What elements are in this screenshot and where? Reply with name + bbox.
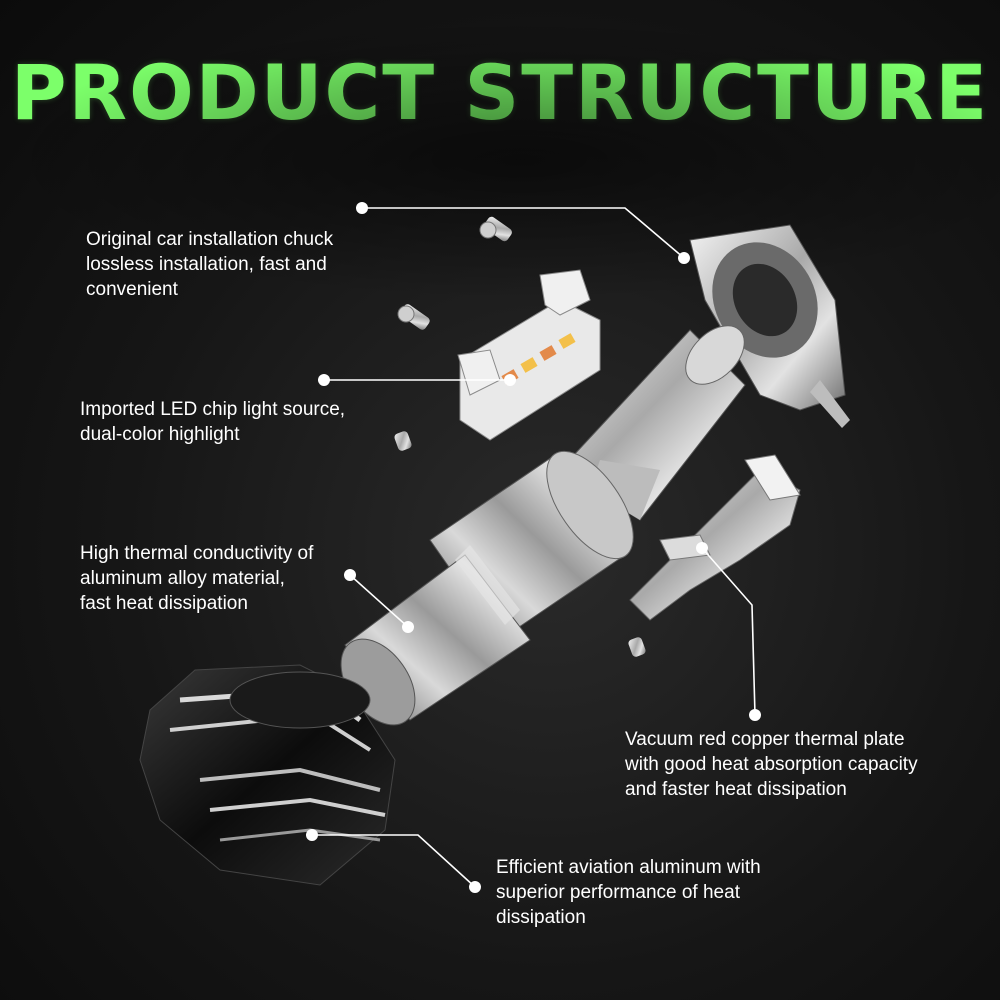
aviation-aluminum-heatsink (139, 664, 396, 886)
callout-chuck-line-2: lossless installation, fast and (86, 254, 327, 275)
callout-dot-chuck-start (356, 202, 368, 214)
callout-dot-chuck-end (678, 252, 690, 264)
callout-alloy-line-1: High thermal conductivity of (80, 543, 314, 564)
callout-alloy: High thermal conductivity of aluminum al… (80, 541, 313, 616)
callout-chuck: Original car installation chuck lossless… (86, 227, 333, 302)
callout-line-copper (701, 547, 756, 716)
callout-dot-aviation-end (469, 881, 481, 893)
callout-aviation: Efficient aviation aluminum with superio… (496, 855, 761, 930)
callout-aviation-line-2: superior performance of heat (496, 882, 740, 903)
callout-led-line-1: Imported LED chip light source, (80, 399, 346, 420)
pin-2 (628, 637, 646, 657)
callout-dot-alloy-start (344, 569, 356, 581)
smoke-shadow (0, 20, 1000, 300)
callout-copper-line-2: with good heat absorption capacity (625, 754, 918, 775)
callout-dot-copper-end (749, 709, 761, 721)
callout-lines (312, 207, 756, 888)
callout-dots (306, 202, 761, 893)
callout-copper-line-3: and faster heat dissipation (625, 779, 847, 800)
callout-dot-aviation-start (306, 829, 318, 841)
callout-chuck-line-1: Original car installation chuck (86, 229, 334, 250)
callout-chuck-line-3: convenient (86, 279, 178, 300)
copper-thermal-plate (629, 454, 801, 621)
callout-led-line-2: dual-color highlight (80, 424, 240, 445)
callout-dot-led-end (504, 374, 516, 386)
callout-led: Imported LED chip light source, dual-col… (80, 397, 345, 447)
callout-dot-copper-start (696, 542, 708, 554)
callout-copper: Vacuum red copper thermal plate with goo… (625, 727, 918, 802)
callout-aviation-line-1: Efficient aviation aluminum with (496, 857, 761, 878)
installation-chuck (689, 224, 850, 428)
callout-alloy-line-2: aluminum alloy material, (80, 568, 285, 589)
callout-dot-alloy-end (402, 621, 414, 633)
callout-line-alloy (349, 574, 409, 628)
callout-dot-led-start (318, 374, 330, 386)
screw-top (479, 216, 512, 242)
screw-left (397, 304, 430, 330)
aluminum-body (340, 325, 746, 726)
callout-line-chuck (362, 207, 685, 259)
callout-aviation-line-3: dissipation (496, 907, 586, 928)
callout-alloy-line-3: fast heat dissipation (80, 593, 248, 614)
pin-1 (394, 431, 412, 451)
callout-copper-line-1: Vacuum red copper thermal plate (625, 729, 905, 750)
callout-line-aviation (312, 834, 476, 888)
